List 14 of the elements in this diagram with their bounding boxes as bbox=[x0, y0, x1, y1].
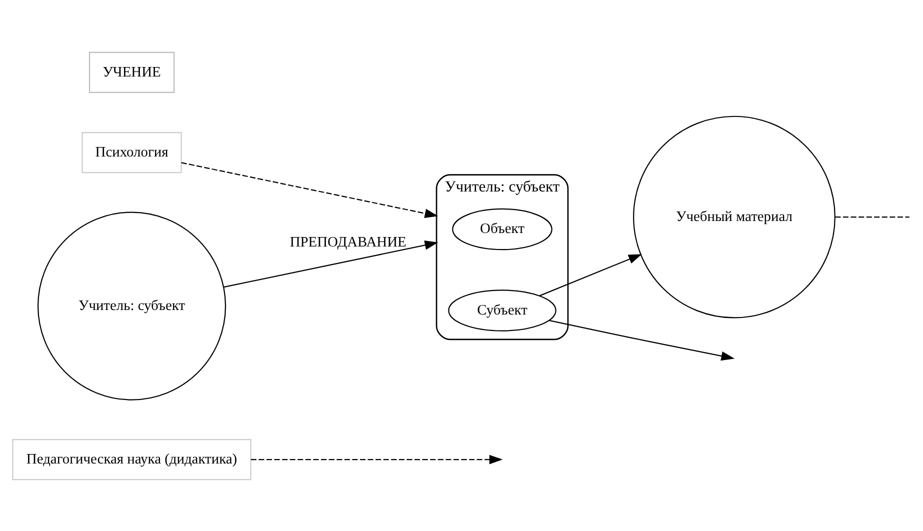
connector bbox=[835, 216, 910, 218]
node-box: УЧЕНИЕ bbox=[88, 51, 175, 93]
arrow bbox=[540, 254, 642, 296]
arrow bbox=[181, 162, 438, 218]
node-box: Педагогическая наука (дидактика) bbox=[12, 438, 252, 480]
node-ellipse: Объект bbox=[452, 208, 552, 250]
edge-label: ПРЕПОДАВАНИЕ bbox=[290, 234, 406, 250]
arrow bbox=[224, 240, 438, 288]
arrow bbox=[250, 454, 503, 464]
node-circle: Учитель: субъект bbox=[37, 211, 226, 400]
node-box: Психология bbox=[82, 131, 182, 173]
node-circle: Учебный материал bbox=[633, 115, 836, 318]
node-ellipse: Субъект bbox=[448, 289, 556, 331]
arrow bbox=[549, 319, 735, 360]
